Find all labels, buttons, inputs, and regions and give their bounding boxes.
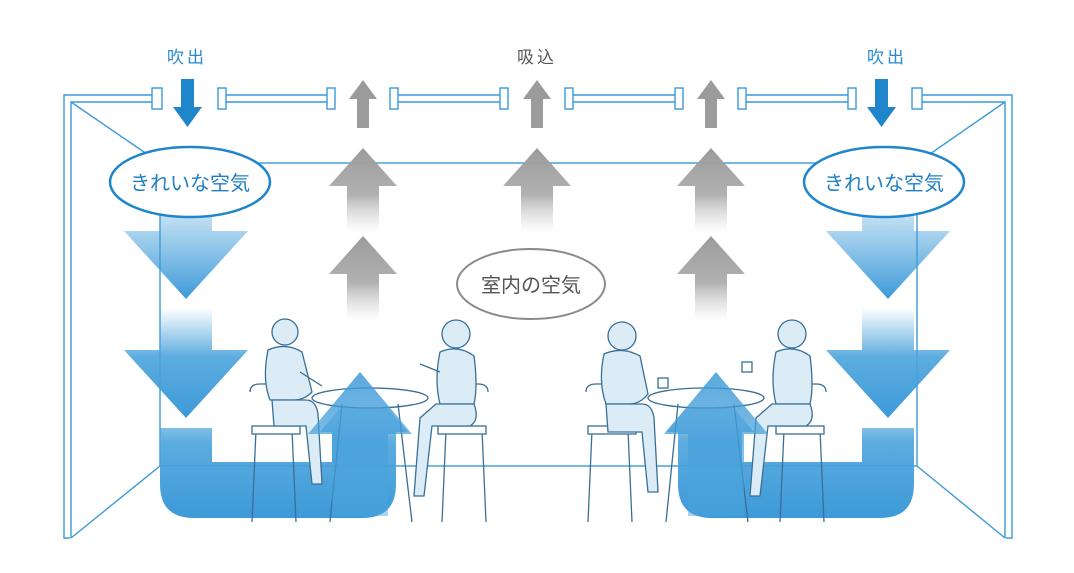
duct-segment-2 xyxy=(389,87,509,110)
ceiling-vents xyxy=(151,87,923,110)
person-icon xyxy=(741,319,813,497)
outlet-label-right: 吹出 xyxy=(867,48,907,68)
intake-arrow-icon xyxy=(523,80,551,128)
rising-air-arrows xyxy=(329,148,745,320)
intake-label: 吸込 xyxy=(517,48,557,68)
outlet-arrow-icon xyxy=(173,79,202,127)
clean-air-bubble-left: きれいな空気 xyxy=(108,145,272,219)
intake-arrow-icon xyxy=(349,80,377,128)
duct-segment-1 xyxy=(217,87,336,110)
duct-segment-4 xyxy=(737,87,857,110)
duct-segment-3 xyxy=(564,87,684,110)
outlet-label-left: 吹出 xyxy=(167,48,207,68)
room-air-label: 室内の空気 xyxy=(481,273,581,297)
intake-arrow-icon xyxy=(697,80,725,128)
clean-air-label-left: きれいな空気 xyxy=(130,171,250,195)
clean-air-label-right: きれいな空気 xyxy=(824,171,944,195)
person-icon xyxy=(600,321,669,493)
clean-air-bubble-right: きれいな空気 xyxy=(802,145,966,219)
clean-air-rising xyxy=(308,372,768,516)
outlet-arrow-icon xyxy=(867,79,896,127)
person-icon xyxy=(413,319,477,497)
person-icon xyxy=(264,318,323,485)
room-air-bubble: 室内の空気 xyxy=(456,248,606,320)
